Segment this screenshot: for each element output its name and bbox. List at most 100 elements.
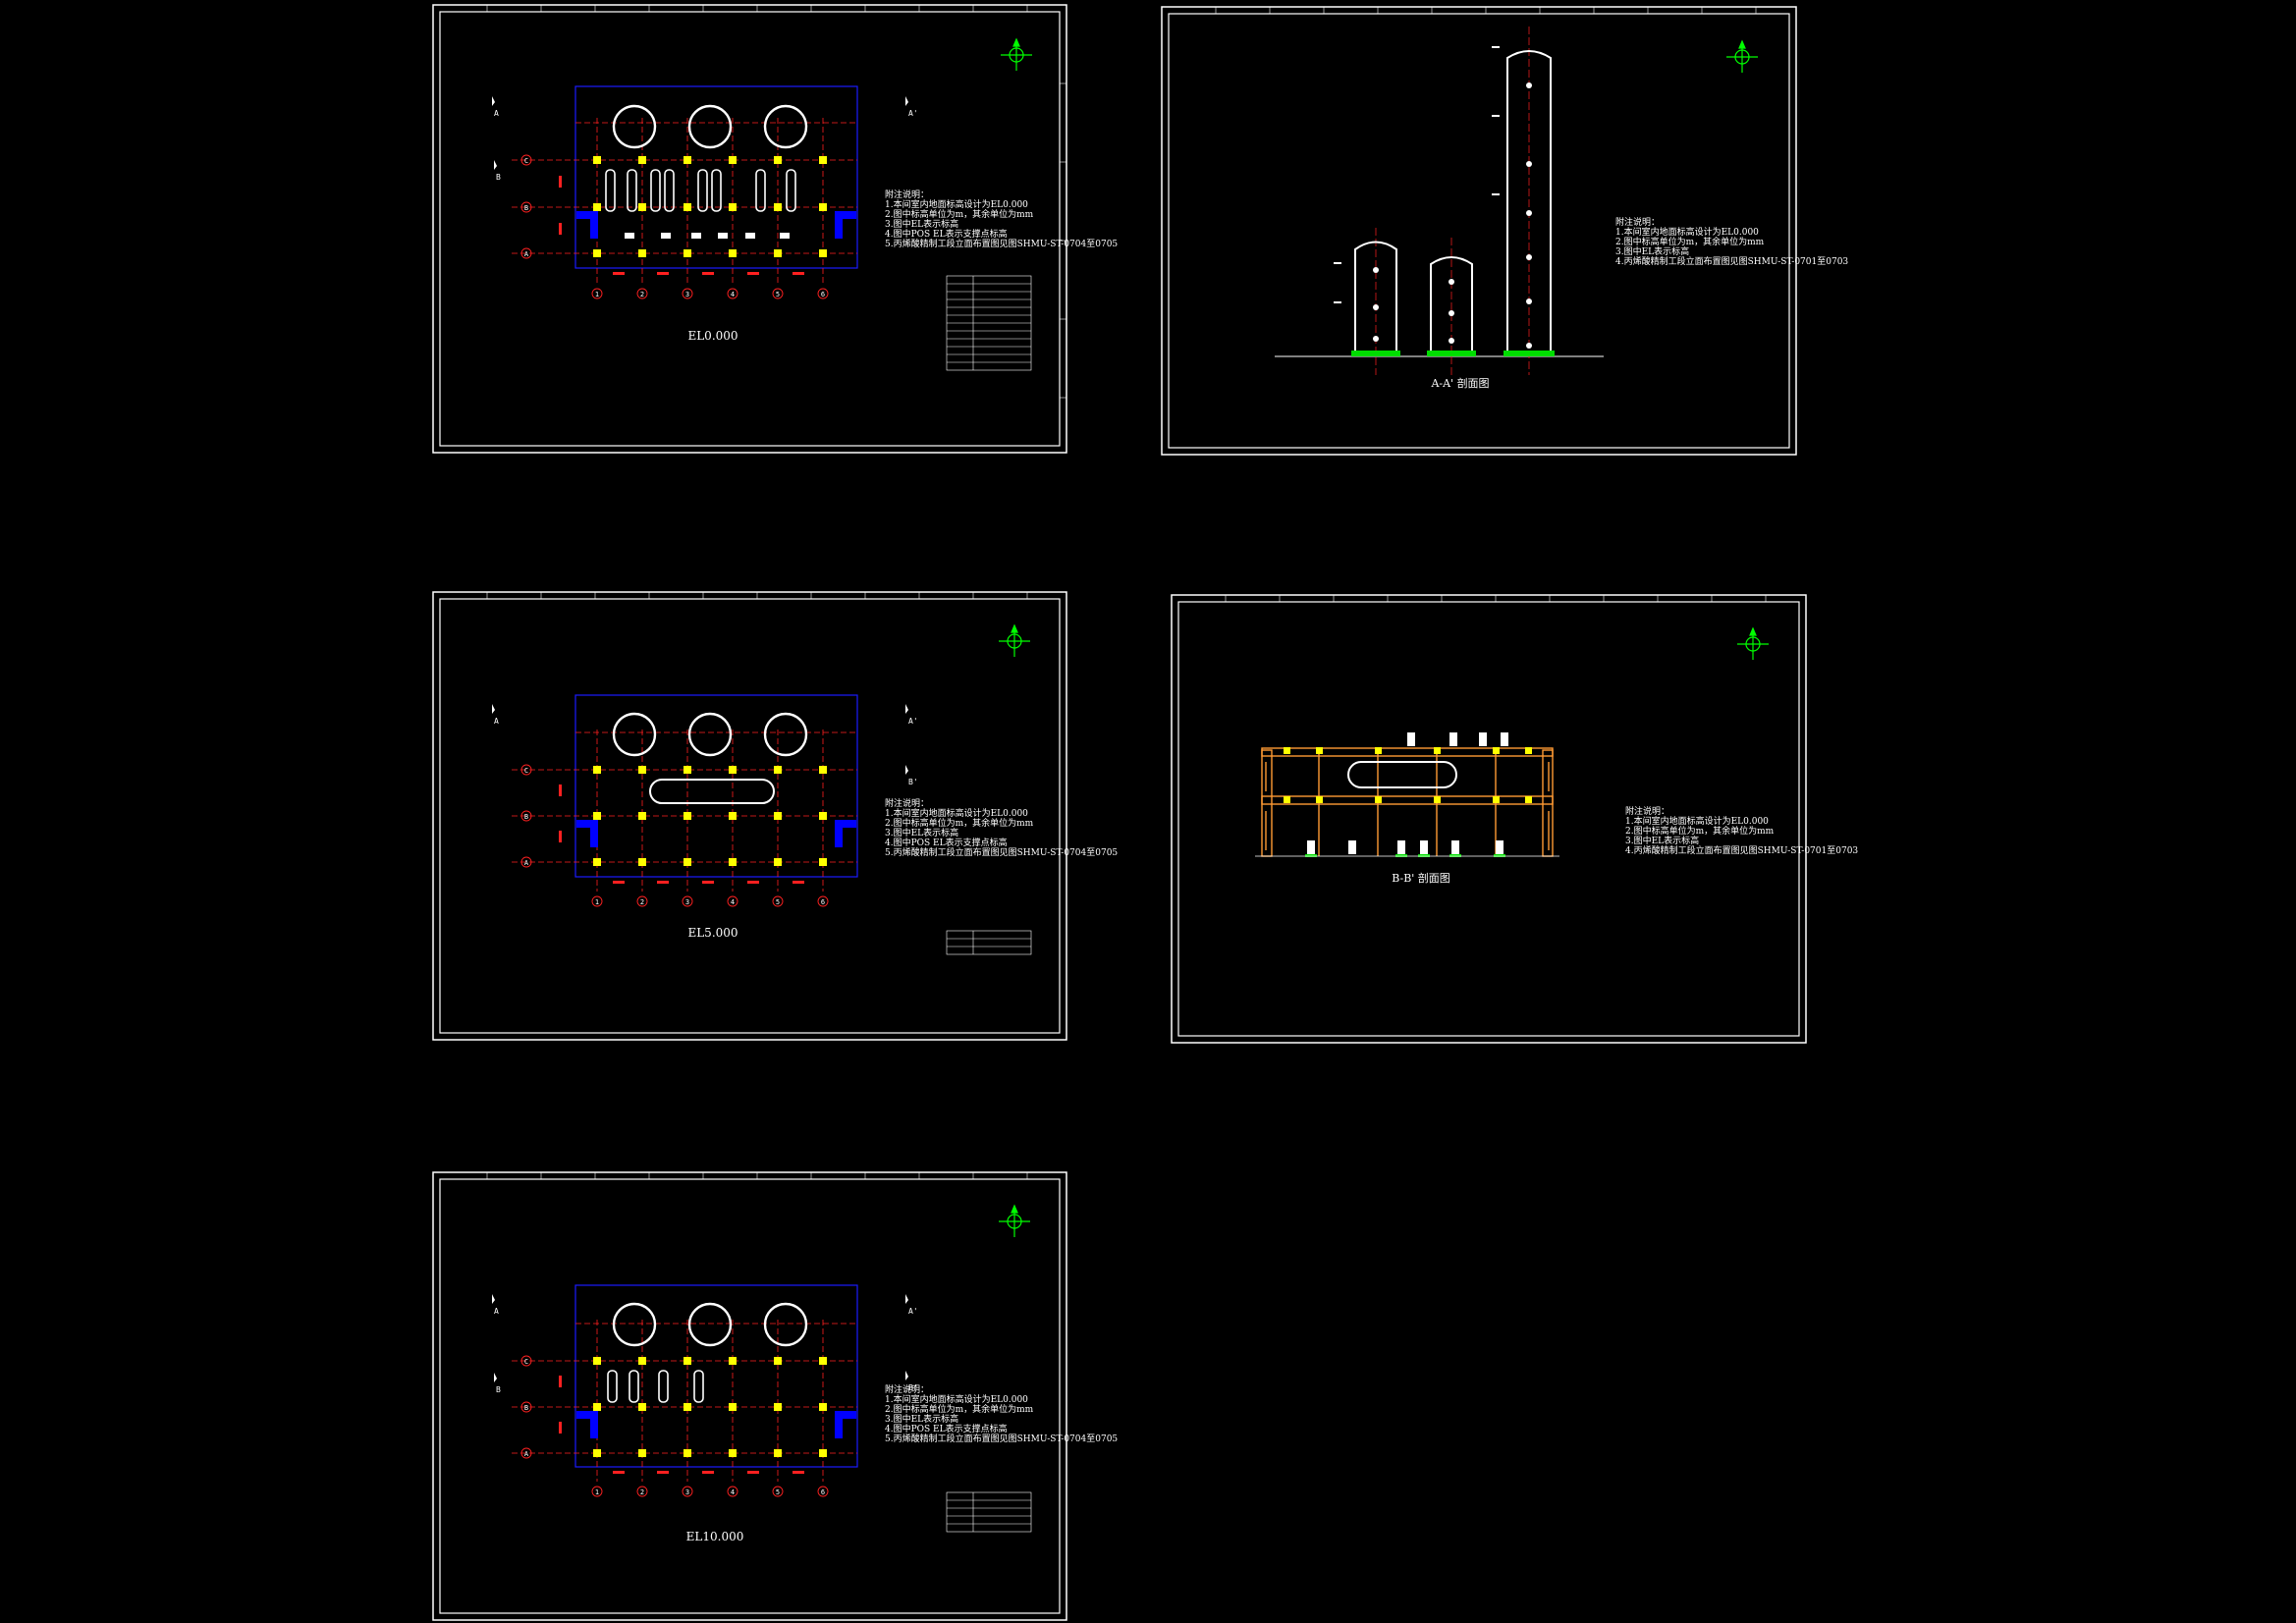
note-line: 1.本间室内地面标高设计为EL0.000 — [885, 807, 1028, 819]
dimension-marks — [559, 176, 804, 275]
grid-label: B — [524, 204, 528, 212]
grid-label: 6 — [821, 291, 825, 298]
notes-block: 附注说明： 1.本间室内地面标高设计为EL0.000 2.图中标高单位为m，其余… — [885, 797, 1118, 858]
tanks — [612, 104, 808, 149]
grid-lines — [512, 730, 857, 892]
frame-ticks — [1215, 7, 1757, 14]
columns — [593, 766, 827, 866]
grid-label: 1 — [595, 1488, 599, 1496]
horizontal-vessel — [1347, 761, 1457, 788]
note-line: 5.丙烯酸精制工段立面布置图见图SHMU-ST-0704至0705 — [885, 846, 1118, 858]
sheet-plan-el0[interactable]: 1 2 3 4 5 6 C B A A B A' 附注说明： 1.本间室内地面标… — [432, 4, 1118, 454]
note-line: 3.图中EL表示标高 — [885, 1413, 958, 1425]
grid-bubbles — [520, 1355, 829, 1497]
note-line: 3.图中EL表示标高 — [1615, 245, 1689, 257]
grid-bubbles — [520, 154, 829, 299]
section-label: B — [496, 1385, 501, 1394]
sheet-outer-frame — [1171, 594, 1807, 1044]
notes-block: 附注说明： 1.本间室内地面标高设计为EL0.000 2.图中标高单位为m，其余… — [1615, 216, 1848, 267]
vessels — [605, 169, 796, 212]
grid-labels: 1 2 3 4 5 6 C B A — [524, 157, 825, 298]
grid-label: 2 — [640, 1488, 644, 1496]
grid-label: 4 — [731, 1488, 735, 1496]
tanks — [612, 712, 808, 757]
section-label: A' — [908, 1307, 918, 1316]
note-line: 4.图中POS EL表示支撑点标高 — [885, 228, 1008, 240]
north-arrow-icon — [1001, 37, 1032, 71]
notes-block: 附注说明： 1.本间室内地面标高设计为EL0.000 2.图中标高单位为m，其余… — [885, 1383, 1118, 1444]
section-label: B' — [908, 778, 918, 786]
grid-labels: 1 2 3 4 5 6 C B A — [524, 1358, 825, 1496]
grid-label: A — [524, 250, 529, 258]
grid-label: 5 — [776, 898, 780, 906]
note-line: 5.丙烯酸精制工段立面布置图见图SHMU-ST-0704至0705 — [885, 1433, 1118, 1444]
note-line: 2.图中标高单位为m，其余单位为mm — [885, 817, 1034, 829]
grid-label: A — [524, 1450, 529, 1458]
notes-block: 附注说明： 1.本间室内地面标高设计为EL0.000 2.图中标高单位为m，其余… — [1625, 805, 1858, 856]
building-outline — [574, 694, 858, 878]
stairs — [576, 211, 856, 239]
elevation-marks — [1334, 46, 1500, 303]
note-line: 1.本间室内地面标高设计为EL0.000 — [1615, 226, 1759, 238]
north-arrow-icon — [999, 623, 1030, 657]
sheet-plan-el10[interactable]: 1 2 3 4 5 6 C B A A B A' B' 附注说明： 1.本间室内… — [432, 1171, 1118, 1621]
sheet-outer-frame — [432, 1171, 1067, 1621]
grid-label: 6 — [821, 1488, 825, 1496]
dimension-marks — [559, 784, 804, 884]
grid-label: C — [524, 1358, 528, 1366]
note-line: 3.图中EL表示标高 — [1625, 835, 1699, 846]
notes-heading: 附注说明： — [885, 797, 929, 809]
notes-heading: 附注说明： — [1625, 805, 1669, 817]
columns — [1284, 747, 1532, 803]
grid-label: B — [524, 1404, 528, 1412]
note-line: 1.本间室内地面标高设计为EL0.000 — [1625, 815, 1769, 827]
sheet-outer-frame — [1161, 6, 1797, 456]
grid-label: 2 — [640, 898, 644, 906]
frame-ticks — [486, 1172, 1028, 1179]
section-label: B' — [908, 1383, 918, 1392]
tall-vessels — [1354, 50, 1552, 355]
section-label: B — [496, 173, 501, 182]
grid-label: 3 — [685, 291, 689, 298]
sheet-section-aa[interactable]: 附注说明： 1.本间室内地面标高设计为EL0.000 2.图中标高单位为m，其余… — [1161, 6, 1848, 456]
equipment-table — [946, 930, 1032, 955]
grid-label: A — [524, 859, 529, 867]
vessels — [607, 1370, 704, 1403]
note-line: 1.本间室内地面标高设计为EL0.000 — [885, 1393, 1028, 1405]
sheet-title: B-B' 剖面图 — [1392, 871, 1450, 885]
note-line: 2.图中标高单位为m，其余单位为mm — [1625, 825, 1775, 837]
horizontal-vessel — [649, 779, 775, 804]
sheet-title: EL10.000 — [686, 1530, 744, 1543]
grid-label: 1 — [595, 291, 599, 298]
grid-bubbles — [520, 764, 829, 907]
note-line: 4.图中POS EL表示支撑点标高 — [885, 837, 1008, 848]
sheet-outer-frame — [432, 591, 1067, 1041]
grid-labels: 1 2 3 4 5 6 C B A — [524, 767, 825, 906]
frame-ticks — [1225, 595, 1767, 602]
north-arrow-icon — [999, 1204, 1030, 1237]
sheet-title: EL0.000 — [687, 329, 738, 343]
sheet-inner-frame — [1168, 13, 1790, 449]
note-line: 2.图中标高单位为m，其余单位为mm — [885, 208, 1034, 220]
note-line: 1.本间室内地面标高设计为EL0.000 — [885, 198, 1028, 210]
dimension-marks — [559, 1376, 804, 1474]
columns — [593, 156, 827, 257]
sheet-section-bb[interactable]: 附注说明： 1.本间室内地面标高设计为EL0.000 2.图中标高单位为m，其余… — [1171, 594, 1858, 1044]
sheet-title: EL5.000 — [687, 926, 738, 940]
sheet-title: A-A' 剖面图 — [1430, 376, 1489, 390]
grid-label: C — [524, 767, 528, 775]
notes-block: 附注说明： 1.本间室内地面标高设计为EL0.000 2.图中标高单位为m，其余… — [885, 189, 1118, 249]
grid-label: 4 — [731, 898, 735, 906]
stairs — [576, 820, 856, 847]
section-label: A' — [908, 109, 918, 118]
pumps — [1307, 732, 1508, 854]
note-line: 2.图中标高单位为m，其余单位为mm — [885, 1403, 1034, 1415]
steel-structure — [1261, 747, 1554, 857]
note-line: 3.图中EL表示标高 — [885, 218, 958, 230]
equipment-table — [946, 275, 1032, 371]
sheet-plan-el5[interactable]: 1 2 3 4 5 6 C B A A A' B' 附注说明： 1.本间室内地面… — [432, 591, 1118, 1041]
grid-label: 5 — [776, 1488, 780, 1496]
section-label: A — [494, 717, 499, 726]
section-label: A — [494, 109, 499, 118]
